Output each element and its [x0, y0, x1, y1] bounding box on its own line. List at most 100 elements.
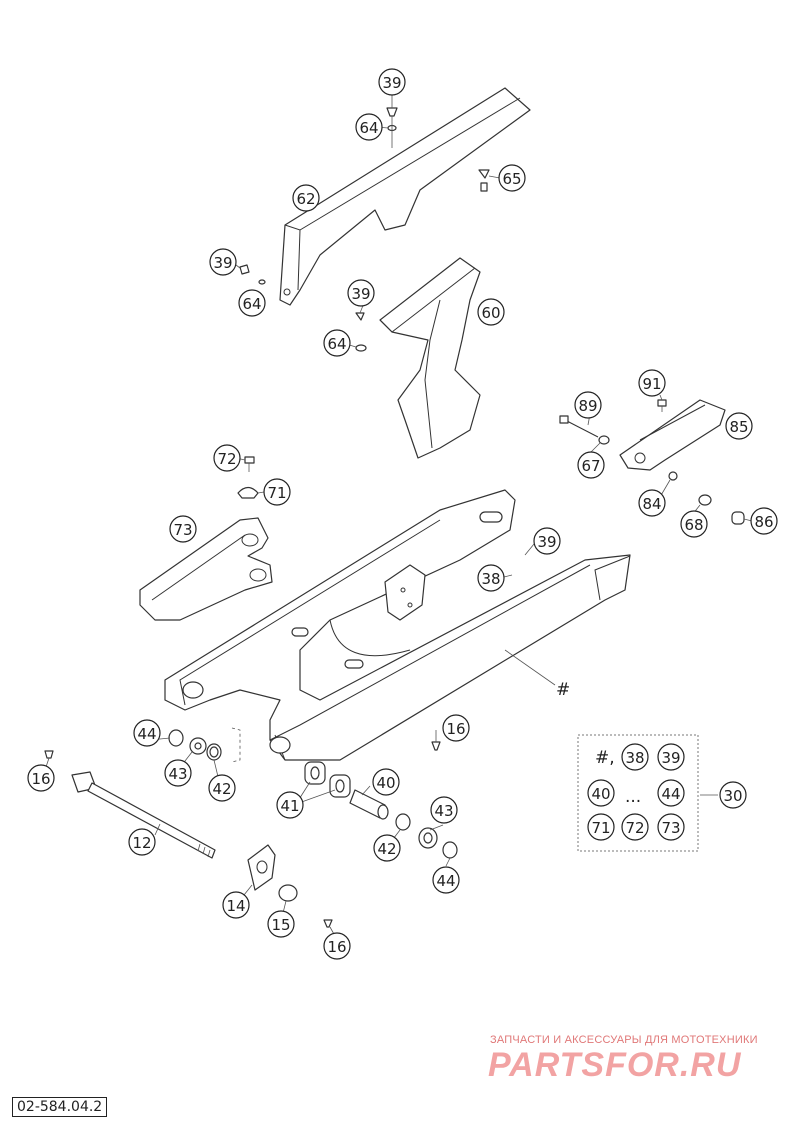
- callout-64: 64: [238, 289, 266, 317]
- callout-64: 64: [355, 113, 383, 141]
- kit-item-39: 39: [657, 743, 685, 771]
- swingarm: [164, 489, 631, 761]
- svg-text:39: 39: [351, 285, 370, 303]
- document-code: 02-584.04.2: [12, 1097, 108, 1117]
- kit-frame-marker: #,: [595, 748, 615, 768]
- svg-text:39: 39: [382, 74, 401, 92]
- svg-text:39: 39: [537, 533, 556, 551]
- kit-item-73: 73: [657, 813, 685, 841]
- screw-left: [239, 264, 266, 285]
- callout-89: 89: [574, 391, 602, 419]
- watermark-brand: PARTSFOR.RU: [488, 1046, 742, 1084]
- svg-text:71: 71: [267, 484, 286, 502]
- callout-85: 85: [725, 412, 753, 440]
- svg-text:64: 64: [327, 335, 346, 353]
- callout-41: 41: [276, 791, 304, 819]
- bearings-41: [304, 761, 351, 798]
- callout-14: 14: [222, 891, 250, 919]
- svg-text:16: 16: [327, 938, 346, 956]
- callout-16: 16: [27, 764, 55, 792]
- kit-item-layer: 38 39 40 44 71 72 73: [587, 743, 685, 841]
- cap-16-left: [44, 750, 54, 759]
- kit-item-40: 40: [587, 779, 615, 807]
- callout-kit-30: 30: [719, 781, 747, 809]
- kit-item-44: 44: [657, 779, 685, 807]
- svg-text:16: 16: [446, 720, 465, 738]
- svg-text:62: 62: [296, 190, 315, 208]
- chain-guide-73: [139, 517, 273, 621]
- callout-60: 60: [477, 298, 505, 326]
- callout-42: 42: [373, 834, 401, 862]
- washer-84: [668, 471, 678, 481]
- svg-text:91: 91: [642, 375, 661, 393]
- washer-42: [395, 813, 411, 831]
- svg-text:14: 14: [226, 897, 245, 915]
- svg-text:89: 89: [578, 397, 597, 415]
- svg-text:86: 86: [754, 513, 773, 531]
- callout-43: 43: [430, 796, 458, 824]
- screw-91: [657, 399, 667, 412]
- kit-item-38: 38: [621, 743, 649, 771]
- callout-86: 86: [750, 507, 778, 535]
- callout-72: 72: [213, 444, 241, 472]
- sleeve-86: [731, 511, 745, 525]
- svg-text:64: 64: [242, 295, 261, 313]
- kit-box: #, ...: [577, 734, 699, 852]
- svg-text:40: 40: [591, 785, 610, 803]
- svg-text:65: 65: [502, 170, 521, 188]
- svg-text:72: 72: [625, 819, 644, 837]
- svg-text:60: 60: [481, 304, 500, 322]
- svg-text:16: 16: [31, 770, 50, 788]
- screw-72: [244, 456, 255, 472]
- callout-65: 65: [498, 164, 526, 192]
- svg-text:44: 44: [661, 785, 680, 803]
- callout-39: 39: [209, 248, 237, 276]
- kit-item-71: 71: [587, 813, 615, 841]
- callout-44: 44: [432, 866, 460, 894]
- callout-39: 39: [347, 279, 375, 307]
- plug-65: [478, 169, 490, 192]
- svg-text:64: 64: [359, 119, 378, 137]
- callout-73: 73: [169, 515, 197, 543]
- bearing-group-right: [418, 827, 458, 859]
- cap-16-bottom: [323, 919, 333, 928]
- callout-64: 64: [323, 329, 351, 357]
- callout-68: 68: [680, 510, 708, 538]
- sleeve-40: [349, 789, 389, 820]
- svg-text:38: 38: [625, 749, 644, 767]
- cap-16-mid: [431, 741, 441, 751]
- screw-top: [386, 107, 398, 148]
- svg-text:71: 71: [591, 819, 610, 837]
- plate-14: [247, 844, 276, 891]
- bolt-89: [559, 415, 610, 445]
- kit-item-72: 72: [621, 813, 649, 841]
- callout-62: 62: [292, 184, 320, 212]
- svg-text:15: 15: [271, 916, 290, 934]
- callout-42: 42: [208, 774, 236, 802]
- chain-guard-upper: [279, 87, 531, 306]
- svg-text:41: 41: [280, 797, 299, 815]
- callout-43: 43: [164, 759, 192, 787]
- chain-guard-lower: [355, 257, 481, 459]
- nut-68: [698, 494, 712, 506]
- svg-text:30: 30: [723, 787, 742, 805]
- svg-text:44: 44: [137, 725, 156, 743]
- svg-text:12: 12: [132, 834, 151, 852]
- bearing-group-left: [168, 727, 241, 763]
- svg-text:40: 40: [376, 774, 395, 792]
- watermark-subtitle: ЗАПЧАСТИ И АКСЕССУАРЫ ДЛЯ МОТОТЕХНИКИ: [490, 1034, 758, 1046]
- callout-16: 16: [323, 932, 351, 960]
- callout-12: 12: [128, 828, 156, 856]
- callout-44: 44: [133, 719, 161, 747]
- callout-16: 16: [442, 714, 470, 742]
- svg-text:42: 42: [377, 840, 396, 858]
- svg-text:44: 44: [436, 872, 455, 890]
- svg-text:68: 68: [684, 516, 703, 534]
- svg-text:42: 42: [212, 780, 231, 798]
- callout-91: 91: [638, 369, 666, 397]
- callout-84: 84: [638, 489, 666, 517]
- kit-ellipsis: ...: [625, 787, 641, 807]
- pivot-bolt-12: [71, 771, 216, 859]
